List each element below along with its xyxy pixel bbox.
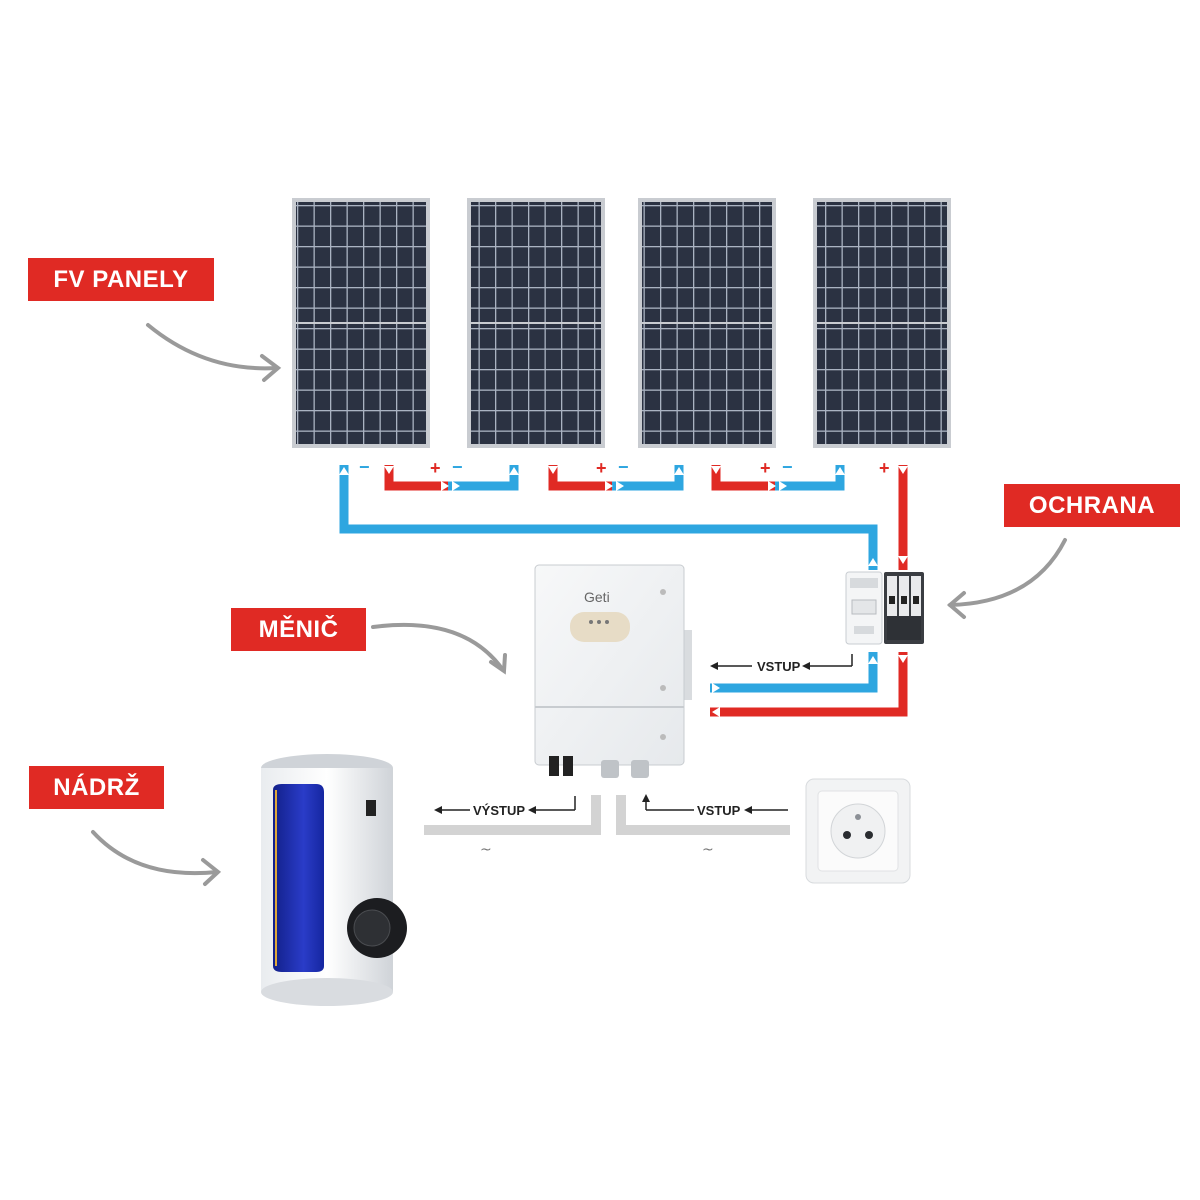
panels-label: FV PANELY (28, 258, 214, 301)
dc-input-arrow: VSTUP (710, 654, 853, 674)
minus-sign: − (618, 457, 629, 477)
wire-arrows (339, 466, 908, 717)
ac-wiring (424, 795, 790, 835)
inverter: Geti (534, 564, 692, 778)
protection-pointer (948, 538, 1067, 607)
minus-sign: − (782, 457, 793, 477)
solar-panel (638, 198, 776, 448)
inverter-brand: Geti (584, 589, 610, 605)
plus-sign: + (596, 458, 607, 478)
protection-label: OCHRANA (1004, 484, 1180, 527)
plus-sign: + (760, 458, 771, 478)
polarity-signs: − + − + − + − + (359, 457, 890, 478)
panels-pointer (146, 323, 278, 371)
solar-panel (467, 198, 605, 448)
ac-input-label: VSTUP (697, 803, 741, 818)
ac-output-arrow: VÝSTUP ~ (434, 796, 576, 858)
inverter-pointer (371, 622, 505, 672)
solar-panel (292, 198, 430, 448)
ac-symbol-right: ~ (702, 842, 714, 858)
solar-panel (813, 198, 951, 448)
inverter-label: MĚNIČ (231, 608, 366, 651)
tank-pointer (91, 830, 219, 876)
tank-label: NÁDRŽ (29, 766, 164, 809)
main-negative-wire (339, 465, 878, 570)
ac-input-wire (616, 795, 790, 835)
inverter-positive-wire (710, 652, 908, 717)
ac-output-label: VÝSTUP (473, 803, 525, 818)
protection-device (845, 571, 924, 645)
minus-sign: − (452, 457, 463, 477)
ac-output-wire (424, 795, 601, 835)
minus-sign: − (359, 457, 370, 477)
plus-sign: + (879, 458, 890, 478)
water-tank (261, 754, 407, 1006)
pointer-arrows (91, 323, 1067, 886)
plus-sign: + (430, 458, 441, 478)
solar-panels (292, 198, 951, 448)
wall-socket (805, 778, 911, 884)
ac-input-arrow: VSTUP ~ (642, 794, 788, 858)
ac-symbol-left: ~ (480, 842, 492, 858)
dc-input-label: VSTUP (757, 659, 801, 674)
